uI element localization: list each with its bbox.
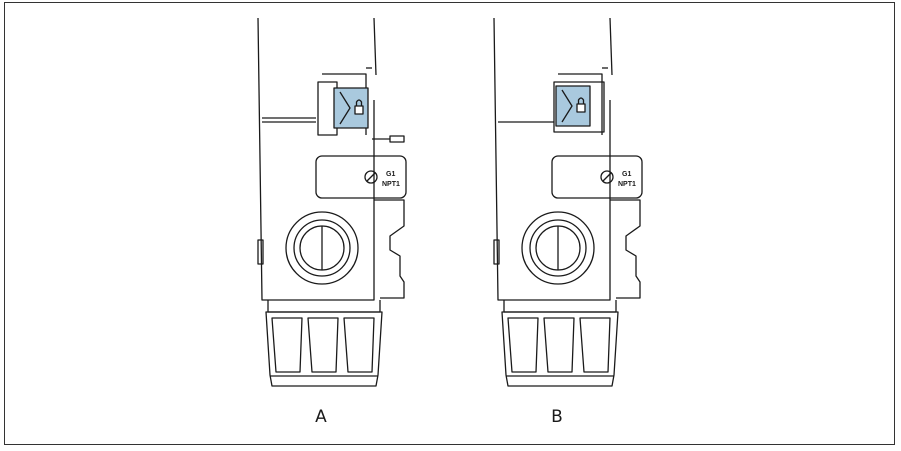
padlock-icon: [576, 103, 586, 113]
figure-label-b: B: [551, 407, 563, 427]
port-label-plate: [551, 155, 643, 199]
padlock-icon: [354, 105, 364, 115]
port-label-line2: NPT1: [382, 181, 400, 188]
knob: [265, 311, 383, 387]
port-outer-ring: [521, 211, 595, 285]
port-label-line2: NPT1: [618, 181, 636, 188]
port-outer-ring: [285, 211, 359, 285]
figure-frame: [4, 2, 895, 445]
figure-label-a: A: [315, 407, 327, 427]
port-label-line1: G1: [386, 171, 395, 178]
knob: [501, 311, 619, 387]
port-label-line1: G1: [622, 171, 631, 178]
port-label-plate: [315, 155, 407, 199]
